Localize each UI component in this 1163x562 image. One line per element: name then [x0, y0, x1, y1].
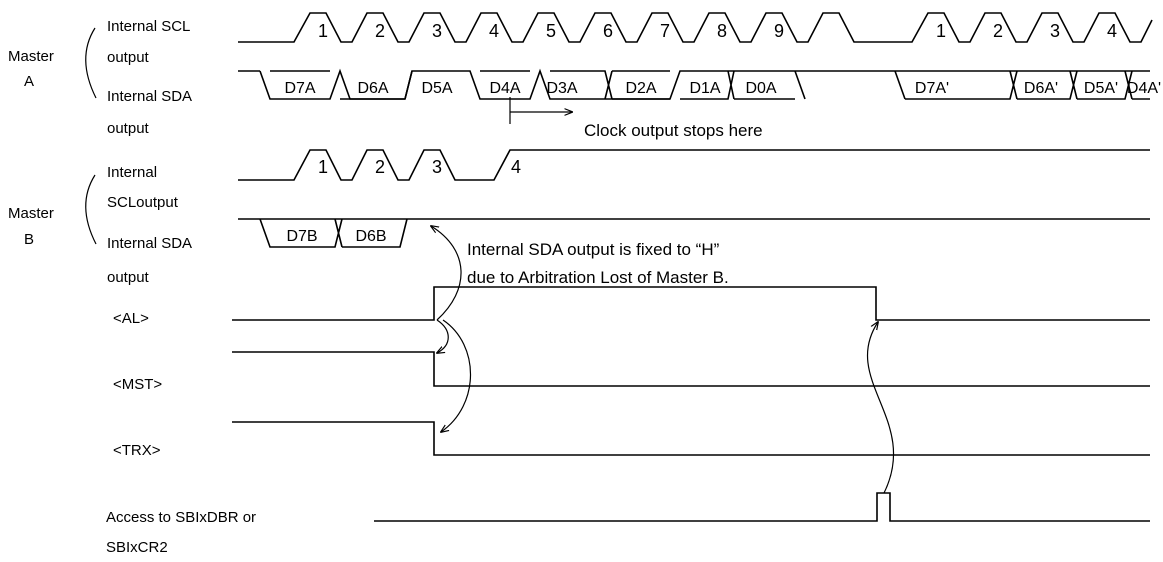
master-a-data-byte-12: D4A': [1127, 80, 1161, 97]
master-a-data-byte-8: D0A: [745, 80, 776, 97]
master-a-bracket: [85, 27, 97, 99]
master-a-data-byte-3: D5A: [421, 80, 452, 97]
master-b-scl-waveform: [238, 149, 1150, 181]
master-b-data-byte-1: D7B: [286, 228, 317, 245]
a-sda-label-line2: output: [107, 120, 150, 137]
al-label: <AL>: [113, 310, 149, 327]
master-b-clock-number-4: 4: [511, 157, 521, 177]
al-to-mst-arrow: [437, 319, 449, 353]
master-a-label-line1: Master: [8, 48, 54, 65]
al-waveform: [232, 286, 1150, 321]
arbitration-note-line1: Internal SDA output is fixed to “H”: [467, 240, 720, 259]
b-scl-label-line2: SCLoutput: [107, 194, 179, 211]
master-a-clock-number-3: 3: [432, 21, 442, 41]
master-b-clock-number-1: 1: [318, 157, 328, 177]
a-scl-label-line2: output: [107, 49, 150, 66]
master-a-scl-waveform: [238, 12, 1153, 43]
master-a-clock-number-12: 3: [1050, 21, 1060, 41]
master-a-data-byte-1: D7A: [284, 80, 315, 97]
master-b-data-byte-2: D6B: [355, 228, 386, 245]
master-a-clock-number-9: 9: [774, 21, 784, 41]
master-a-clock-number-1: 1: [318, 21, 328, 41]
master-a-sda-waveform: [238, 68, 1150, 100]
master-a-data-byte-10: D6A': [1024, 80, 1058, 97]
master-b-clock-number-3: 3: [432, 157, 442, 177]
master-a-clock-number-11: 2: [993, 21, 1003, 41]
master-a-data-byte-7: D1A: [689, 80, 720, 97]
master-a-data-byte-11: D5A': [1084, 80, 1118, 97]
mst-waveform: [232, 351, 1150, 387]
b-sda-label-line2: output: [107, 269, 150, 286]
a-sda-label-line1: Internal SDA: [107, 88, 192, 105]
master-a-data-byte-2: D6A: [357, 80, 388, 97]
access-label-line2: SBIxCR2: [106, 539, 168, 556]
master-a-data-byte-4: D4A: [489, 80, 520, 97]
clock-stop-note: Clock output stops here: [584, 121, 763, 140]
trx-label: <TRX>: [113, 442, 161, 459]
access-to-al-arrow: [866, 322, 895, 494]
master-b-label-line2: B: [24, 231, 34, 248]
b-scl-label-line1: Internal: [107, 164, 157, 181]
master-a-clock-number-13: 4: [1107, 21, 1117, 41]
master-b-label-line1: Master: [8, 205, 54, 222]
master-b-sda-waveform: [238, 218, 1150, 248]
master-b-bracket: [85, 174, 97, 245]
mst-label: <MST>: [113, 376, 162, 393]
master-a-clock-number-2: 2: [375, 21, 385, 41]
master-a-data-byte-9: D7A': [915, 80, 949, 97]
master-a-data-byte-5: D3A: [546, 80, 577, 97]
al-to-trx-arrow: [441, 319, 471, 432]
master-a-clock-number-7: 7: [660, 21, 670, 41]
b-sda-label-line1: Internal SDA: [107, 235, 192, 252]
master-a-data-byte-6: D2A: [625, 80, 656, 97]
arbitration-note-line2: due to Arbitration Lost of Master B.: [467, 268, 729, 287]
master-a-clock-number-10: 1: [936, 21, 946, 41]
arbitration-arrow: [431, 226, 462, 321]
access-waveform: [374, 492, 1150, 522]
master-a-clock-number-4: 4: [489, 21, 499, 41]
a-scl-label-line1: Internal SCL: [107, 18, 190, 35]
access-label-line1: Access to SBIxDBR or: [106, 509, 256, 526]
master-a-clock-number-5: 5: [546, 21, 556, 41]
master-a-sda-lower-lines: [270, 70, 1150, 100]
master-b-clock-number-2: 2: [375, 157, 385, 177]
trx-waveform: [232, 421, 1150, 456]
master-a-clock-number-6: 6: [603, 21, 613, 41]
master-a-label-line2: A: [24, 73, 34, 90]
master-a-clock-number-8: 8: [717, 21, 727, 41]
